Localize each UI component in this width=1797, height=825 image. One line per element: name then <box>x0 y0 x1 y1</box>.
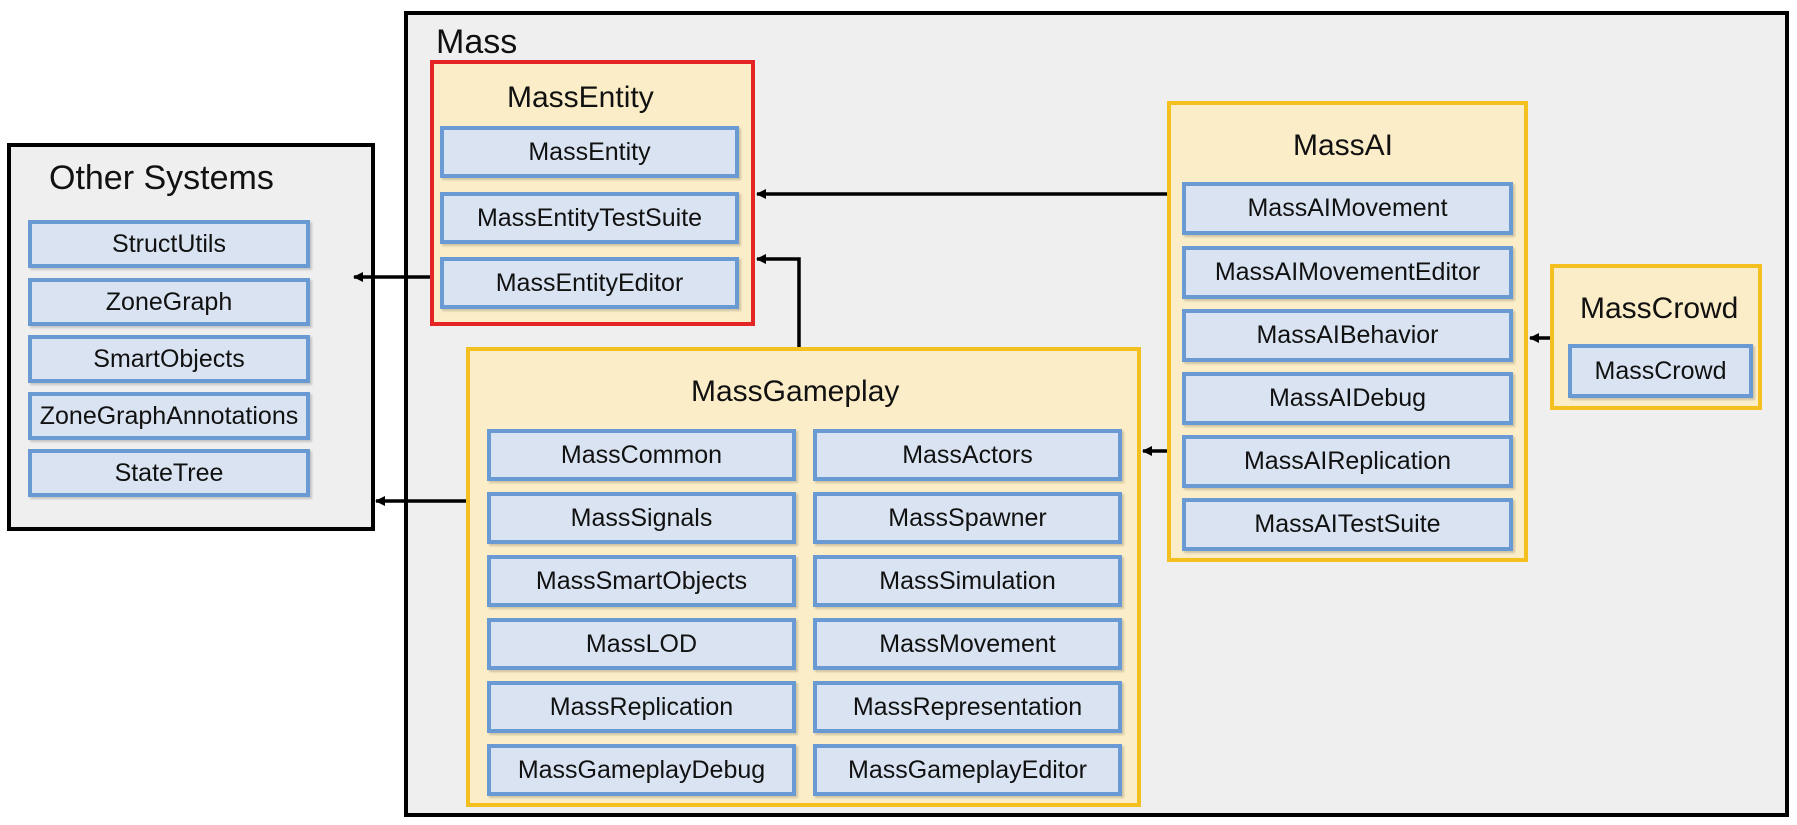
mass-gameplay-title: MassGameplay <box>691 375 900 408</box>
mass-entity-group: MassEntity MassEntity MassEntityTestSuit… <box>430 60 755 326</box>
module-masscommon: MassCommon <box>487 429 796 481</box>
module-zonegraph: ZoneGraph <box>28 278 310 326</box>
mass-ai-title: MassAI <box>1293 129 1394 162</box>
module-massaibehavior: MassAIBehavior <box>1182 309 1513 362</box>
module-massreplication: MassReplication <box>487 681 796 733</box>
module-massgameplayeditor: MassGameplayEditor <box>813 744 1122 796</box>
mass-crowd-group: MassCrowd MassCrowd <box>1550 264 1762 410</box>
module-masssimulation: MassSimulation <box>813 555 1122 607</box>
other-systems-group: Other Systems StructUtils ZoneGraph Smar… <box>7 143 375 531</box>
module-masssignals: MassSignals <box>487 492 796 544</box>
mass-ai-group: MassAI MassAIMovement MassAIMovementEdit… <box>1167 101 1528 562</box>
module-statetree: StateTree <box>28 449 310 497</box>
module-masssmartobjects: MassSmartObjects <box>487 555 796 607</box>
module-massgameplaydebug: MassGameplayDebug <box>487 744 796 796</box>
module-massspawner: MassSpawner <box>813 492 1122 544</box>
module-massaireplication: MassAIReplication <box>1182 435 1513 488</box>
module-massaimovement: MassAIMovement <box>1182 182 1513 235</box>
module-massentityeditor: MassEntityEditor <box>440 257 739 309</box>
module-structutils: StructUtils <box>28 220 310 268</box>
module-massaimovementeditor: MassAIMovementEditor <box>1182 246 1513 299</box>
module-massactors: MassActors <box>813 429 1122 481</box>
module-massentity: MassEntity <box>440 126 739 178</box>
module-massmovement: MassMovement <box>813 618 1122 670</box>
module-massentitytestsuite: MassEntityTestSuite <box>440 192 739 244</box>
mass-crowd-title: MassCrowd <box>1580 292 1739 325</box>
other-systems-title: Other Systems <box>49 159 274 197</box>
module-smartobjects: SmartObjects <box>28 335 310 383</box>
module-massaitestsuite: MassAITestSuite <box>1182 498 1513 551</box>
mass-title: Mass <box>436 23 518 61</box>
module-massrepresentation: MassRepresentation <box>813 681 1122 733</box>
module-masscrowd: MassCrowd <box>1568 344 1753 398</box>
mass-entity-title: MassEntity <box>507 81 654 114</box>
module-masslod: MassLOD <box>487 618 796 670</box>
mass-gameplay-group: MassGameplay MassCommon MassSignals Mass… <box>466 347 1141 807</box>
module-massaidebug: MassAIDebug <box>1182 372 1513 425</box>
module-zonegraphannotations: ZoneGraphAnnotations <box>28 392 310 440</box>
